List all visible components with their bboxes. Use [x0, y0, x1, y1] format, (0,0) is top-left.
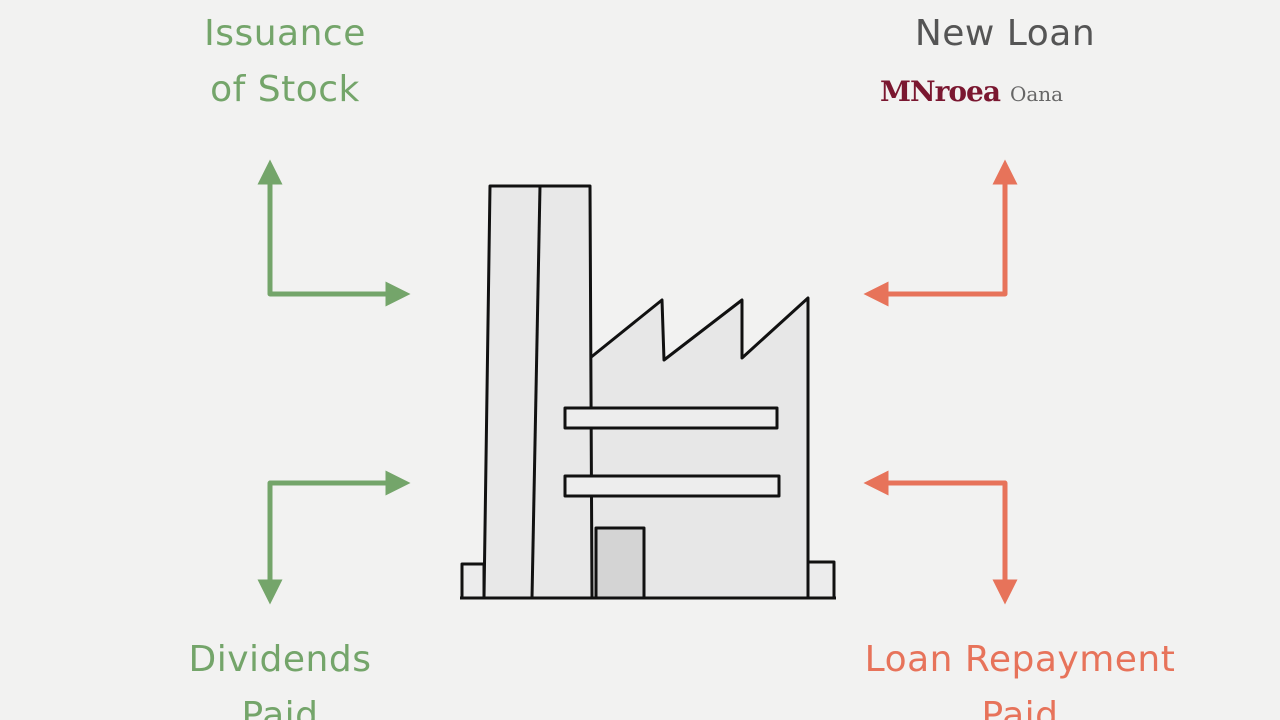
factory-icon: [460, 184, 836, 600]
dividends-line-2: Paid: [241, 695, 319, 720]
issuance-line-2: of Stock: [210, 69, 360, 110]
loan-repayment-paid-label: Loan Repayment Paid: [850, 632, 1190, 720]
loan-repayment-arrow-line: [863, 470, 1018, 605]
factory-base-right: [806, 560, 836, 600]
factory-window-upper: [563, 406, 779, 430]
loan-repayment-arrow: [863, 470, 1018, 605]
issuance-arrow-line: [257, 159, 411, 307]
garbled-sublabel: MNroea Oana: [880, 72, 1120, 114]
dividends-arrow-line: [257, 470, 411, 605]
dividends-arrow: [257, 470, 411, 605]
dividends-line-1: Dividends: [188, 639, 372, 680]
factory-window-lower: [563, 474, 781, 498]
dividends-paid-label: Dividends Paid: [160, 632, 400, 720]
chimney-divider: [530, 185, 542, 599]
new-loan-text: New Loan: [914, 13, 1096, 54]
new-loan-label: New Loan: [880, 6, 1130, 62]
factory-door: [594, 526, 646, 600]
loan-repayment-line-1: Loan Repayment: [864, 639, 1176, 680]
garbled-text-main: MNroea: [880, 75, 1001, 108]
garbled-text-sub: Oana: [1009, 82, 1064, 106]
new-loan-arrow-line: [863, 159, 1018, 307]
issuance-of-stock-label: Issuance of Stock: [170, 6, 400, 118]
loan-repayment-line-2: Paid: [981, 695, 1059, 720]
factory-base-left: [460, 562, 486, 600]
new-loan-arrow: [863, 159, 1018, 307]
issuance-arrow: [257, 159, 411, 307]
issuance-line-1: Issuance: [204, 13, 366, 54]
